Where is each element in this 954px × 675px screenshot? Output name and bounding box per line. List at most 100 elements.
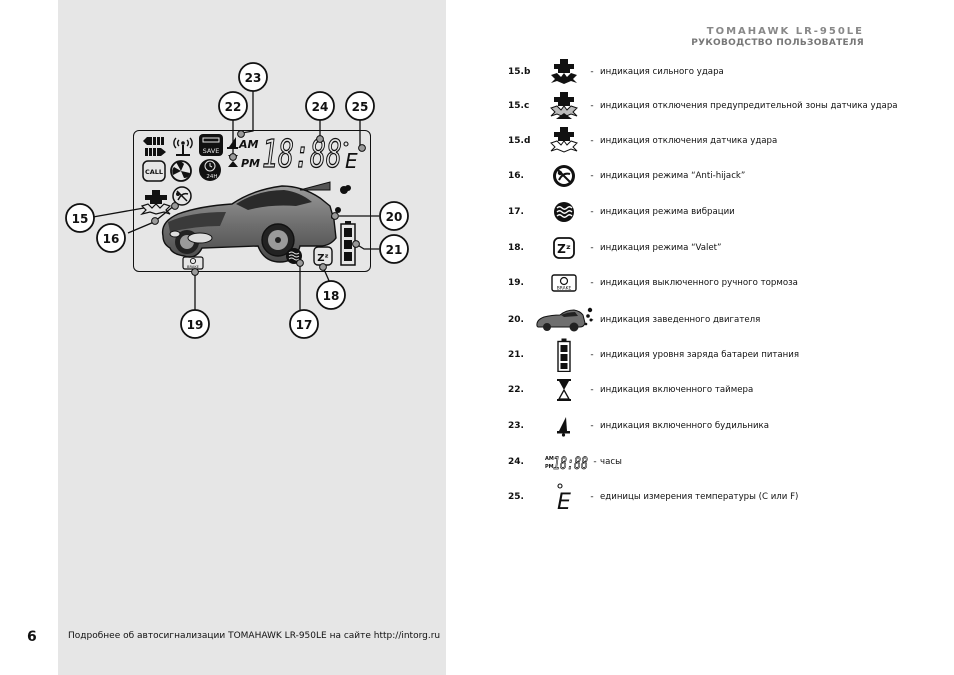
legend-dash: - <box>590 492 594 502</box>
svg-text:16: 16 <box>103 232 120 246</box>
legend-text: индикация отключения датчика удара <box>600 136 778 146</box>
leader-endpoints <box>151 130 366 276</box>
svg-text:CALL: CALL <box>145 168 163 176</box>
legend-dash: - <box>593 457 597 467</box>
manual-subtitle: РУКОВОДСТВО ПОЛЬЗОВАТЕЛЯ <box>691 38 864 48</box>
legend-number: 24. <box>508 457 524 467</box>
legend-number: 15.d <box>508 136 531 146</box>
timer-24h-icon: 24H <box>199 159 221 181</box>
legend-dash: - <box>590 315 594 325</box>
legend-item: 19. BRAKE - индикация выключенного ручно… <box>508 269 798 297</box>
siren-icon <box>143 137 164 145</box>
legend-dash: - <box>590 421 594 431</box>
svg-text:23: 23 <box>245 71 262 85</box>
legend-dash: - <box>590 385 594 395</box>
legend-item: 22. - индикация включенного таймера <box>508 376 753 404</box>
legend-number: 18. <box>508 243 524 253</box>
svg-text:Zᶻ: Zᶻ <box>317 253 328 264</box>
legend-number: 23. <box>508 421 524 431</box>
callout-24: 24 <box>305 91 335 121</box>
legend-item: 15.b - индикация сильного удара <box>508 58 724 86</box>
engine-running-icon <box>534 306 594 334</box>
antenna-icon <box>173 137 193 156</box>
bell-icon <box>544 412 584 440</box>
svg-text:24: 24 <box>312 100 329 114</box>
leader-lines <box>92 89 379 312</box>
svg-text:18: 18 <box>323 289 340 303</box>
svg-text:BRAKE: BRAKE <box>557 286 572 292</box>
hourglass-icon <box>544 376 584 404</box>
legend-number: 22. <box>508 385 524 395</box>
legend-number: 20. <box>508 315 524 325</box>
pm-label: PM <box>241 157 260 170</box>
svg-text:BRAKE: BRAKE <box>187 265 200 269</box>
svg-text:22: 22 <box>225 100 242 114</box>
legend-text: индикация уровня заряда батареи питания <box>600 350 800 360</box>
temperature-unit: E <box>345 149 358 173</box>
legend-dash: - <box>590 278 594 288</box>
legend-text: индикация сильного удара <box>600 67 724 77</box>
legend-number: 15.b <box>508 67 531 77</box>
valet-icon: Zᶻ <box>313 246 333 266</box>
svg-text:24H: 24H <box>206 174 217 180</box>
legend-number: 16. <box>508 171 524 181</box>
exhaust-icon <box>331 185 351 219</box>
svg-text:Zᶻ: Zᶻ <box>557 242 571 256</box>
legend-number: 25. <box>508 492 524 502</box>
legend-item: 16. - индикация режима “Anti-hijack” <box>508 162 745 190</box>
handbrake-icon: BRAKE <box>544 269 584 297</box>
legend-text: часы <box>600 457 622 467</box>
legend-item: 21. - индикация уровня заряда батареи пи… <box>508 338 800 372</box>
handbrake-icon: BRAKE <box>182 256 204 270</box>
legend-item: 18. Zᶻ - индикация режима “Valet” <box>508 234 722 262</box>
save-icon: SAVE <box>199 134 223 156</box>
legend-text: индикация режима вибрации <box>600 207 735 217</box>
legend-item: 17. - индикация режима вибрации <box>508 198 735 226</box>
legend-text: индикация режима “Anti-hijack” <box>600 171 746 181</box>
siren-off-icon <box>145 148 166 156</box>
legend-dash: - <box>590 136 594 146</box>
legend-item: 24. AM PM 18:88 - часы <box>508 448 622 476</box>
valet-icon: Zᶻ <box>544 234 584 262</box>
legend-dash: - <box>590 67 594 77</box>
diagram-panel <box>58 0 446 675</box>
legend-dash: - <box>590 101 594 111</box>
warning-zone-off-icon <box>544 92 584 120</box>
legend-dash: - <box>590 350 594 360</box>
svg-text:18:88: 18:88 <box>553 454 588 472</box>
svg-text:PM: PM <box>545 464 554 470</box>
callout-23: 23 <box>238 62 268 92</box>
legend-text: индикация заведенного двигателя <box>600 315 761 325</box>
svg-text:SAVE: SAVE <box>203 147 220 155</box>
clock-digits: 18:88 <box>262 132 342 176</box>
svg-text:E: E <box>557 490 571 511</box>
legend-text: индикация отключения предупредительной з… <box>600 101 898 111</box>
legend-dash: - <box>590 207 594 217</box>
svg-text:20: 20 <box>386 210 403 224</box>
legend-dash: - <box>590 171 594 181</box>
vibration-icon <box>544 198 584 226</box>
svg-text:17: 17 <box>296 318 313 332</box>
legend-item: 15.d - индикация отключения датчика удар… <box>508 127 777 155</box>
callout-20: 20 <box>379 201 409 231</box>
svg-text:19: 19 <box>187 318 204 332</box>
am-label: AM <box>238 138 259 151</box>
callout-16: 16 <box>96 223 126 253</box>
anti-hijack-icon <box>544 162 584 190</box>
callout-21: 21 <box>379 234 409 264</box>
legend-dash: - <box>590 243 594 253</box>
svg-text:15: 15 <box>72 212 89 226</box>
legend-text: индикация режима “Valet” <box>600 243 722 253</box>
svg-text:AM: AM <box>545 456 554 462</box>
legend-text: единицы измерения температуры (С или F) <box>600 492 799 502</box>
anti-hijack-icon <box>172 186 192 206</box>
shock-sensor-off-icon <box>544 127 584 155</box>
svg-text:25: 25 <box>352 100 369 114</box>
call-icon: CALL <box>142 160 166 182</box>
callout-22: 22 <box>218 91 248 121</box>
strong-shock-icon <box>544 58 584 86</box>
degree-mark <box>343 141 349 147</box>
legend-text: индикация выключенного ручного тормоза <box>600 278 798 288</box>
shock-sensor-icon <box>140 190 172 216</box>
